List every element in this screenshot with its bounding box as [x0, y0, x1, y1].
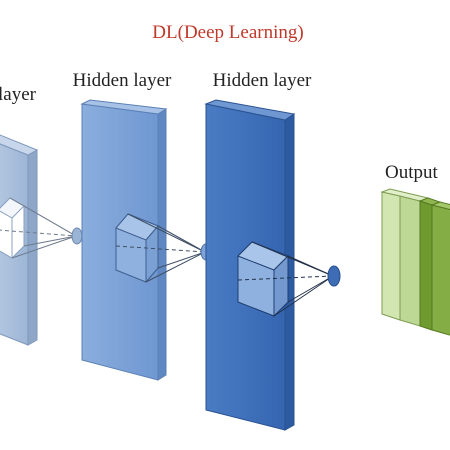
input-filter-cube	[0, 197, 25, 259]
hidden-layer-2-label: Hidden layer	[213, 70, 312, 91]
input-layer-label: layer	[0, 84, 37, 105]
neuron-node-3	[327, 265, 341, 287]
hidden-2-filter-cube	[237, 241, 289, 318]
neuron-node-1	[71, 227, 83, 245]
hidden-1-filter-cube	[115, 213, 159, 284]
output-layer-block	[380, 188, 450, 336]
output-layer-label: Output	[385, 162, 439, 183]
hidden-layer-1-label: Hidden layer	[73, 70, 172, 91]
connector-hidden1-hidden2	[115, 213, 206, 283]
connector-input-hidden1	[0, 197, 77, 259]
diagram-title: DL(Deep Learning)	[152, 22, 303, 43]
connector-hidden2-output	[237, 241, 334, 317]
